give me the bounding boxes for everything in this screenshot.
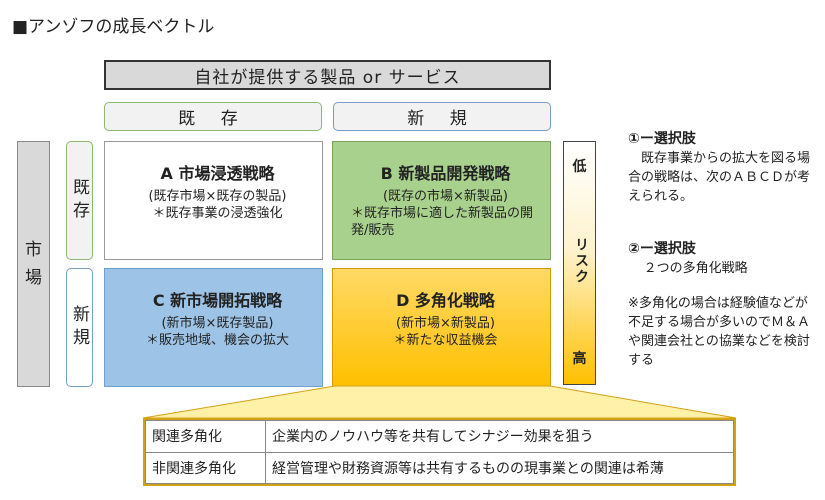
market-axis-label: 市 場 [17, 141, 50, 387]
diversification-note: ※多角化の場合は経験値などが不足する場合が多いのでＭ＆Ａや関連会社との協業などを… [628, 296, 811, 368]
market-label-char-2: 場 [25, 268, 42, 288]
callout-wedge-shape [142, 385, 737, 419]
cell-c-heading: C 新市場開拓戦略 [152, 291, 283, 310]
option-1-body: 既存事業からの拡大を図る場合の戦略は、次のＡＢＣＤが考えられる。 [628, 151, 811, 204]
option-2-body: ２つの多角化戦略 [643, 261, 748, 276]
cell-a-body: ＊既存事業の浸透強化 [152, 206, 283, 221]
cell-c-sub: (新市場×既存製品) [161, 316, 274, 331]
product-development-cell: B 新製品開発戦略 (既存の市場×新製品) ＊既存市場に適した新製品の開発/販売 [332, 141, 551, 260]
cell-d-body: ＊新たな収益機会 [393, 333, 498, 348]
option-2-heading: ②ー選択肢 [628, 241, 696, 257]
cell-b-sub: (既存の市場×新製品) [382, 189, 509, 204]
market-label-char-1: 市 [25, 240, 42, 260]
cell-b-heading: B 新製品開発戦略 [380, 164, 511, 183]
row-new-header: 新規 [66, 268, 93, 387]
cell-a-sub: (既存市場×既存の製品) [148, 189, 287, 204]
table-cell-desc: 企業内のノウハウ等を共有してシナジー効果を狙う [265, 420, 734, 453]
column-existing-header: 既 存 [104, 102, 322, 131]
table-cell-type: 関連多角化 [145, 420, 266, 453]
table-row: 関連多角化 企業内のノウハウ等を共有してシナジー効果を狙う [145, 420, 734, 453]
market-development-cell: C 新市場開拓戦略 (新市場×既存製品) ＊販売地域、機会の拡大 [104, 268, 323, 387]
page-title: ■アンゾフの成長ベクトル [12, 17, 215, 37]
risk-low-label: 低 [572, 159, 587, 175]
product-service-header: 自社が提供する製品 or サービス [104, 60, 551, 90]
market-penetration-cell: A 市場浸透戦略 (既存市場×既存の製品) ＊既存事業の浸透強化 [104, 141, 323, 260]
option-1-heading: ①ー選択肢 [628, 131, 696, 147]
cell-b-body: ＊既存市場に適した新製品の開発/販売 [351, 206, 534, 238]
table-cell-type: 非関連多角化 [145, 451, 266, 484]
table-row: 非関連多角化 経営管理や財務資源等は共有するものの現事業との関連は希薄 [145, 451, 734, 484]
column-new-header: 新 規 [333, 102, 551, 131]
cell-c-body: ＊販売地域、機会の拡大 [145, 333, 289, 348]
cell-d-heading: D 多角化戦略 [396, 291, 495, 310]
option-note-1: ①ー選択肢 既存事業からの拡大を図る場合の戦略は、次のＡＢＣＤが考えられる。 [628, 130, 813, 206]
cell-d-sub: (新市場×新製品) [395, 316, 496, 331]
row-existing-header: 既存 [66, 141, 93, 260]
cell-a-heading: A 市場浸透戦略 [160, 164, 275, 183]
diversification-cell: D 多角化戦略 (新市場×新製品) ＊新たな収益機会 [332, 268, 551, 387]
risk-label: リスク [573, 237, 589, 285]
risk-gradient-bar: 低 リスク 高 [563, 141, 596, 385]
option-note-2: ②ー選択肢 ２つの多角化戦略 [628, 240, 813, 278]
risk-high-label: 高 [572, 351, 587, 367]
table-cell-desc: 経営管理や財務資源等は共有するものの現事業との関連は希薄 [265, 451, 734, 484]
diversification-table: 関連多角化 企業内のノウハウ等を共有してシナジー効果を狙う 非関連多角化 経営管… [143, 418, 736, 486]
